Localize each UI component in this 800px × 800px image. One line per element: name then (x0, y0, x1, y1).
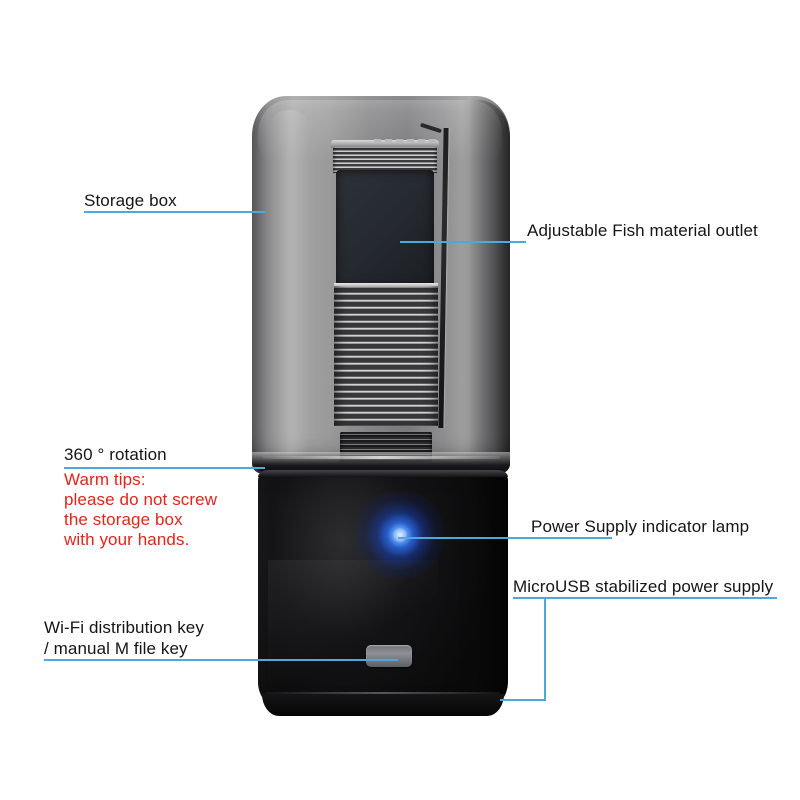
warning-line-2: please do not screw (64, 490, 218, 509)
callout-leader-fish-material-outlet (400, 241, 526, 243)
callout-label-wifi-key-line-2: / manual M file key (44, 639, 188, 658)
callout-leader-storage-box (84, 211, 266, 213)
warning-line-1: Warm tips: (64, 470, 146, 489)
callout-label-rotation: 360 ° rotation (64, 445, 167, 464)
warning-text-block: Warm tips: please do not screw the stora… (64, 470, 234, 550)
warning-line-3: the storage box (64, 510, 183, 529)
warning-line-4: with your hands. (64, 530, 190, 549)
callout-label-power-indicator: Power Supply indicator lamp (531, 517, 750, 536)
callout-label-storage-box: Storage box (84, 191, 177, 210)
callout-label-wifi-key: Wi-Fi distribution key / manual M file k… (44, 617, 204, 659)
callout-leader-wifi-key (44, 659, 398, 661)
callout-label-wifi-key-line-1: Wi-Fi distribution key (44, 618, 204, 637)
callout-leader-rotation (64, 467, 265, 469)
callout-leader-power-indicator (398, 537, 612, 539)
callout-label-microusb: MicroUSB stabilized power supply (513, 577, 774, 596)
callout-leader-microusb-vertical (544, 597, 546, 701)
callout-label-fish-material-outlet: Adjustable Fish material outlet (527, 221, 758, 240)
callout-leader-microusb-underline (513, 597, 777, 599)
callout-leader-microusb-horizontal (500, 699, 546, 701)
